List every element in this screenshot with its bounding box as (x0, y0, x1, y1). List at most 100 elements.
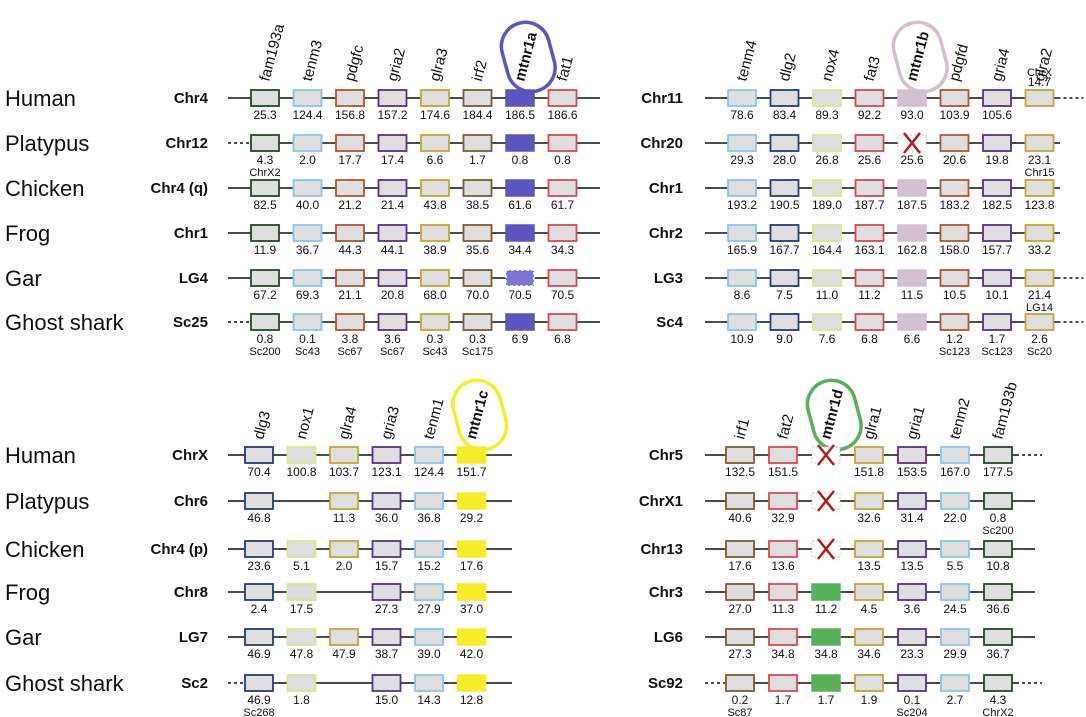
gene-box (250, 313, 280, 331)
gene-box (1024, 89, 1055, 107)
gene-position-value: 34.6 (857, 647, 881, 661)
gene-position-value: 25.6 (900, 153, 924, 167)
gene-position-value: 6.9 (512, 332, 529, 346)
gene-position-value: 2.7 (947, 693, 964, 707)
gene-label: pdgfd (946, 42, 972, 83)
gene-position-value: 163.1 (854, 243, 884, 257)
gene-position-value: 42.0 (460, 647, 484, 661)
gene-label: irf1 (731, 417, 753, 442)
gene-box (727, 179, 757, 197)
gene-box (939, 179, 970, 197)
gene-box (725, 446, 755, 464)
gene-position-value: 27.3 (728, 647, 752, 661)
gene-position-value: 2.6 (1031, 332, 1048, 346)
gene-box (377, 179, 408, 197)
gene-box (547, 134, 578, 152)
gene-box (897, 674, 927, 692)
gene-box (414, 583, 444, 601)
gene-position-value: 47.9 (332, 647, 356, 661)
gene-box (547, 89, 578, 107)
gene-position-value: 35.6 (466, 243, 490, 257)
chromosome-label: Sc4 (656, 314, 683, 331)
gene-box (983, 583, 1013, 601)
gene-position-value: 19.8 (985, 153, 1009, 167)
gene-position-value: 164.4 (812, 243, 842, 257)
gene-position-value: 17.6 (728, 559, 752, 573)
gene-box (725, 583, 755, 601)
gene-label: gria1 (903, 404, 928, 441)
gene-position-value: 34.8 (814, 647, 838, 661)
gene-position-value: 21.4 (381, 198, 405, 212)
highlight-gene-box (897, 224, 927, 242)
highlight-gene-box (456, 492, 487, 510)
gene-position-value: 24.5 (943, 602, 967, 616)
gene-position-value: 187.5 (897, 198, 927, 212)
scaffold-label: Sc123 (981, 346, 1012, 358)
gene-position-value: 174.6 (420, 108, 450, 122)
gene-box (547, 269, 578, 287)
gene-box (377, 313, 408, 331)
gene-position-value: 157.2 (377, 108, 407, 122)
scaffold-label: Sc67 (337, 346, 362, 358)
gene-box (377, 89, 408, 107)
scaffold-label: LG14 (1026, 302, 1053, 314)
gene-label: dlg3 (250, 409, 274, 441)
gene-position-value: 2.4 (251, 602, 268, 616)
gene-box (371, 446, 402, 464)
gene-position-value: 1.7 (818, 693, 835, 707)
gene-position-value: 27.9 (417, 602, 441, 616)
gene-box (939, 224, 970, 242)
gene-label: gria2 (384, 46, 409, 83)
gene-label: fam193a (256, 22, 288, 83)
gene-box (939, 89, 970, 107)
gene-position-value: 153.5 (897, 465, 927, 479)
gene-position-value: 11.9 (254, 243, 277, 257)
gene-label: glra3 (426, 46, 451, 83)
gene-box (462, 224, 493, 242)
gene-box (854, 179, 885, 197)
gene-label: nox1 (293, 405, 318, 441)
gene-position-value: 32.6 (857, 511, 881, 525)
gene-box (854, 224, 885, 242)
gene-box (725, 492, 755, 510)
gene-label: mtnr1b (903, 30, 933, 84)
gene-position-value: 34.3 (551, 243, 575, 257)
gene-position-value: 68.0 (423, 288, 447, 302)
gene-loss-x-icon (903, 132, 921, 154)
gene-box (420, 179, 450, 197)
gene-box (292, 89, 323, 107)
gene-position-value: 157.7 (982, 243, 1012, 257)
gene-box (897, 583, 927, 601)
gene-position-value: 184.4 (462, 108, 492, 122)
gene-position-value: 25.6 (858, 153, 882, 167)
chromosome-label: Chr5 (649, 447, 683, 464)
gene-box (727, 134, 757, 152)
gene-position-value: 7.5 (776, 288, 793, 302)
gene-box (768, 583, 798, 601)
gene-box (371, 674, 402, 692)
gene-box (982, 313, 1012, 331)
gene-position-value: 0.3 (469, 332, 486, 346)
gene-label: tenm3 (299, 38, 326, 83)
gene-position-value: 156.8 (335, 108, 365, 122)
gene-box (462, 179, 493, 197)
gene-position-value: 26.8 (815, 153, 839, 167)
gene-position-value: 43.8 (423, 198, 447, 212)
gene-box (377, 134, 408, 152)
gene-box (768, 674, 798, 692)
gene-box (854, 674, 884, 692)
gene-box (940, 674, 970, 692)
gene-position-value: 61.6 (508, 198, 532, 212)
species-label: Platypus (5, 131, 89, 156)
gene-label: pdgfc (341, 43, 367, 83)
gene-box (329, 492, 359, 510)
scaffold-label: Sc268 (243, 707, 274, 717)
gene-position-value: 69.3 (296, 288, 320, 302)
gene-position-value: 21.4 (1028, 288, 1052, 302)
gene-box (983, 446, 1013, 464)
scaffold-label: Sc204 (896, 707, 927, 717)
gene-position-value: 165.9 (727, 243, 757, 257)
gene-box (1024, 313, 1055, 331)
gene-position-value: 20.6 (943, 153, 967, 167)
